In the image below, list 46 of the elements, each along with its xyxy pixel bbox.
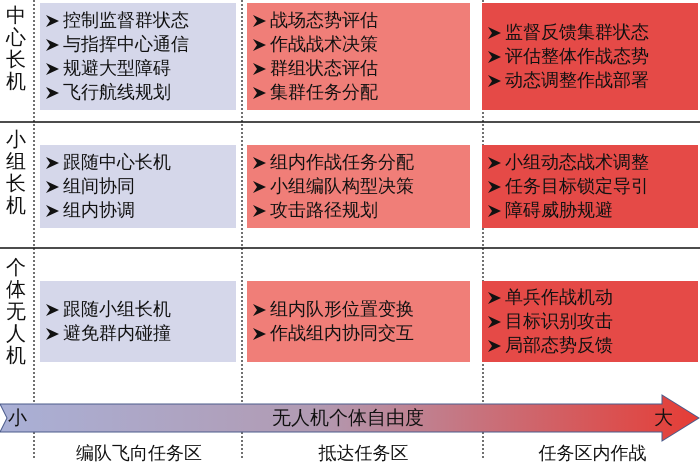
task-text: 规避大型障碍 <box>63 56 171 80</box>
task-text: 目标识别攻击 <box>505 310 613 334</box>
task-text: 避免群内碰撞 <box>63 322 171 346</box>
task-text: 组内队形位置变换 <box>270 298 414 322</box>
task-text: 组内作战任务分配 <box>270 150 414 174</box>
task-text: 任务目标锁定导引 <box>505 174 649 198</box>
task-box <box>482 3 698 110</box>
task-text: 局部态势反馈 <box>505 334 613 358</box>
task-text: 评估整体作战态势 <box>505 44 649 68</box>
task-text: 作战战术决策 <box>270 32 378 56</box>
task-box <box>247 3 470 110</box>
task-text: 单兵作战机动 <box>505 286 613 310</box>
task-text: 控制监督群状态 <box>63 8 189 32</box>
task-text: 跟随小组长机 <box>63 298 171 322</box>
task-box <box>482 145 698 228</box>
task-text: 作战组内协同交互 <box>270 322 414 346</box>
phase-label: 编队飞向任务区 <box>75 443 203 465</box>
task-text: 组内协调 <box>63 198 135 222</box>
task-box <box>247 281 470 362</box>
task-text: 小组动态战术调整 <box>505 150 649 174</box>
phase-label: 抵达任务区 <box>318 443 410 465</box>
task-text: 监督反馈集群状态 <box>505 20 649 44</box>
task-text: 动态调整作战部署 <box>505 68 649 92</box>
row-label: 个体无人机 <box>6 256 26 366</box>
task-text: 群组状态评估 <box>270 56 378 80</box>
task-text: 组间协同 <box>63 174 135 198</box>
row-label: 小组长机 <box>6 128 26 216</box>
gradient-arrow <box>0 394 700 442</box>
task-box <box>40 145 236 228</box>
task-text: 集群任务分配 <box>270 80 378 104</box>
task-box <box>40 281 236 362</box>
arrow-start-text: 小 <box>8 406 27 431</box>
task-box <box>40 3 236 110</box>
phase-label: 任务区内作战 <box>538 443 648 465</box>
task-text: 攻击路径规划 <box>270 198 378 222</box>
task-text: 小组编队构型决策 <box>270 174 414 198</box>
task-text: 障碍威胁规避 <box>505 198 613 222</box>
task-text: 跟随中心长机 <box>63 150 171 174</box>
task-box <box>247 145 470 228</box>
task-box <box>482 281 698 362</box>
task-text: 战场态势评估 <box>270 8 378 32</box>
row-label: 中心长机 <box>6 4 26 92</box>
task-text: 与指挥中心通信 <box>63 32 189 56</box>
arrow-text: 无人机个体自由度 <box>272 406 424 431</box>
task-text: 飞行航线规划 <box>63 80 171 104</box>
arrow-end-text: 大 <box>654 406 673 431</box>
